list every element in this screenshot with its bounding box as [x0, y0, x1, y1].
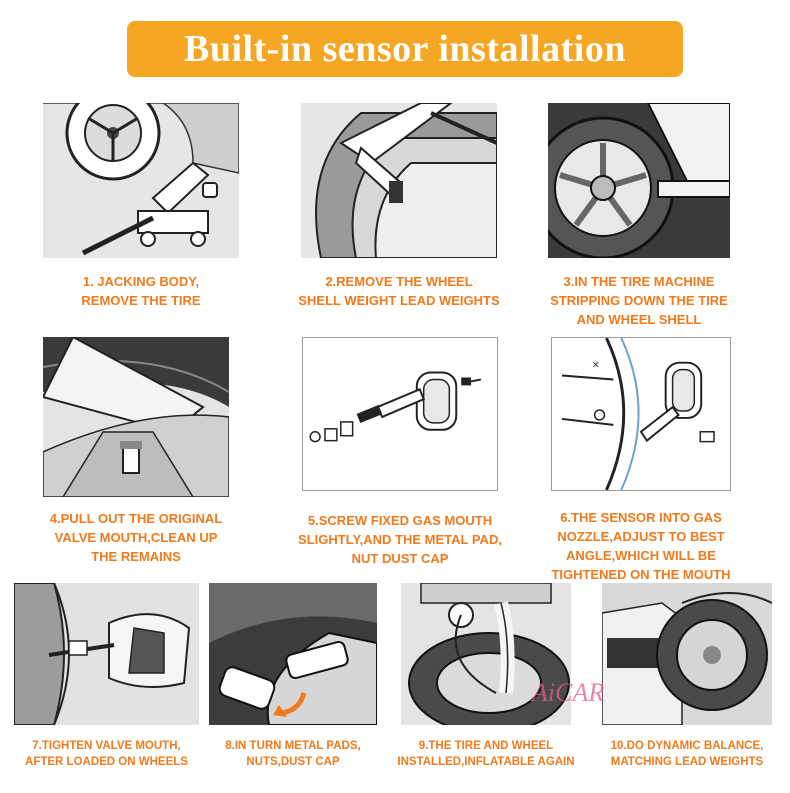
step-5-caption: 5.SCREW FIXED GAS MOUTH SLIGHTLY,AND THE…: [270, 511, 530, 568]
step-10-caption: 10.DO DYNAMIC BALANCE, MATCHING LEAD WEI…: [590, 738, 784, 770]
step-8-caption: 8.IN TURN METAL PADS, NUTS,DUST CAP: [196, 738, 390, 770]
step-1-line-1: 1. JACKING BODY,: [82, 274, 200, 289]
step-6-line-1: 6.THE SENSOR INTO GAS: [560, 510, 722, 525]
step-6-line-3: ANGLE,WHICH WILL BE: [566, 548, 716, 563]
step-2-illustration: [301, 103, 497, 258]
car-jack-icon: [43, 103, 239, 258]
step-5-line-2: SLIGHTLY,AND THE METAL PAD,: [298, 532, 502, 547]
sensor-insert-icon: ×: [561, 338, 715, 490]
step-10-illustration: [602, 583, 772, 725]
step-4-line-2: VALVE MOUTH,CLEAN UP: [54, 530, 218, 545]
step-8-illustration: [209, 583, 377, 725]
step-4-caption: 4.PULL OUT THE ORIGINAL VALVE MOUTH,CLEA…: [18, 509, 254, 566]
step-8-line-2: NUTS,DUST CAP: [246, 756, 340, 768]
step-5-line-3: NUT DUST CAP: [351, 551, 449, 566]
svg-text:×: ×: [592, 360, 600, 371]
step-7-line-2: AFTER LOADED ON WHEELS: [25, 756, 188, 768]
step-1-line-2: REMOVE THE TIRE: [81, 293, 201, 308]
page-title: Built-in sensor installation: [184, 28, 626, 70]
step-3-line-1: 3.IN THE TIRE MACHINE: [563, 274, 715, 289]
step-3-line-2: STRIPPING DOWN THE TIRE: [550, 293, 728, 308]
step-4-line-3: THE REMAINS: [91, 549, 181, 564]
sensor-tighten-icon: [14, 583, 199, 725]
step-3-caption: 3.IN THE TIRE MACHINE STRIPPING DOWN THE…: [518, 272, 760, 329]
step-4-line-1: 4.PULL OUT THE ORIGINAL: [49, 511, 223, 526]
step-6-illustration: ×: [551, 337, 731, 491]
step-5-line-1: 5.SCREW FIXED GAS MOUTH: [307, 513, 493, 528]
step-6-line-4: TIGHTENED ON THE MOUTH: [551, 567, 731, 582]
watermark-logo: AiCAR: [532, 678, 605, 707]
step-1-caption: 1. JACKING BODY, REMOVE THE TIRE: [43, 272, 239, 310]
valve-stem-icon: [43, 337, 229, 497]
balancer-icon: [602, 583, 772, 725]
step-9-line-2: INSTALLED,INFLATABLE AGAIN: [397, 756, 575, 768]
step-7-illustration: [14, 583, 199, 725]
sensor-parts-icon: [309, 371, 482, 443]
step-5-illustration: [302, 337, 498, 491]
valve-nut-icon: [209, 583, 377, 725]
step-2-line-1: 2.REMOVE THE WHEEL: [325, 274, 473, 289]
step-4-illustration: [43, 337, 229, 497]
step-2-caption: 2.REMOVE THE WHEEL SHELL WEIGHT LEAD WEI…: [270, 272, 528, 310]
step-3-line-3: AND WHEEL SHELL: [576, 312, 702, 327]
wheel-weight-tool-icon: [301, 103, 497, 258]
step-6-caption: 6.THE SENSOR INTO GAS NOZZLE,ADJUST TO B…: [530, 508, 752, 584]
step-7-line-1: 7.TIGHTEN VALVE MOUTH,: [32, 740, 181, 752]
inflate-tire-icon: [401, 583, 571, 725]
step-6-line-2: NOZZLE,ADJUST TO BEST: [557, 529, 725, 544]
step-9-caption: 9.THE TIRE AND WHEEL INSTALLED,INFLATABL…: [382, 738, 590, 770]
step-8-line-1: 8.IN TURN METAL PADS,: [225, 740, 361, 752]
step-7-caption: 7.TIGHTEN VALVE MOUTH, AFTER LOADED ON W…: [0, 738, 213, 770]
step-1-illustration: [43, 103, 239, 258]
step-9-line-1: 9.THE TIRE AND WHEEL: [418, 740, 554, 752]
step-10-line-2: MATCHING LEAD WEIGHTS: [610, 756, 764, 768]
step-10-line-1: 10.DO DYNAMIC BALANCE,: [610, 740, 764, 752]
step-2-line-2: SHELL WEIGHT LEAD WEIGHTS: [298, 293, 500, 308]
tire-machine-icon: [548, 103, 730, 258]
step-3-illustration: [548, 103, 730, 258]
step-9-illustration: [401, 583, 571, 725]
title-banner: Built-in sensor installation: [127, 21, 683, 77]
